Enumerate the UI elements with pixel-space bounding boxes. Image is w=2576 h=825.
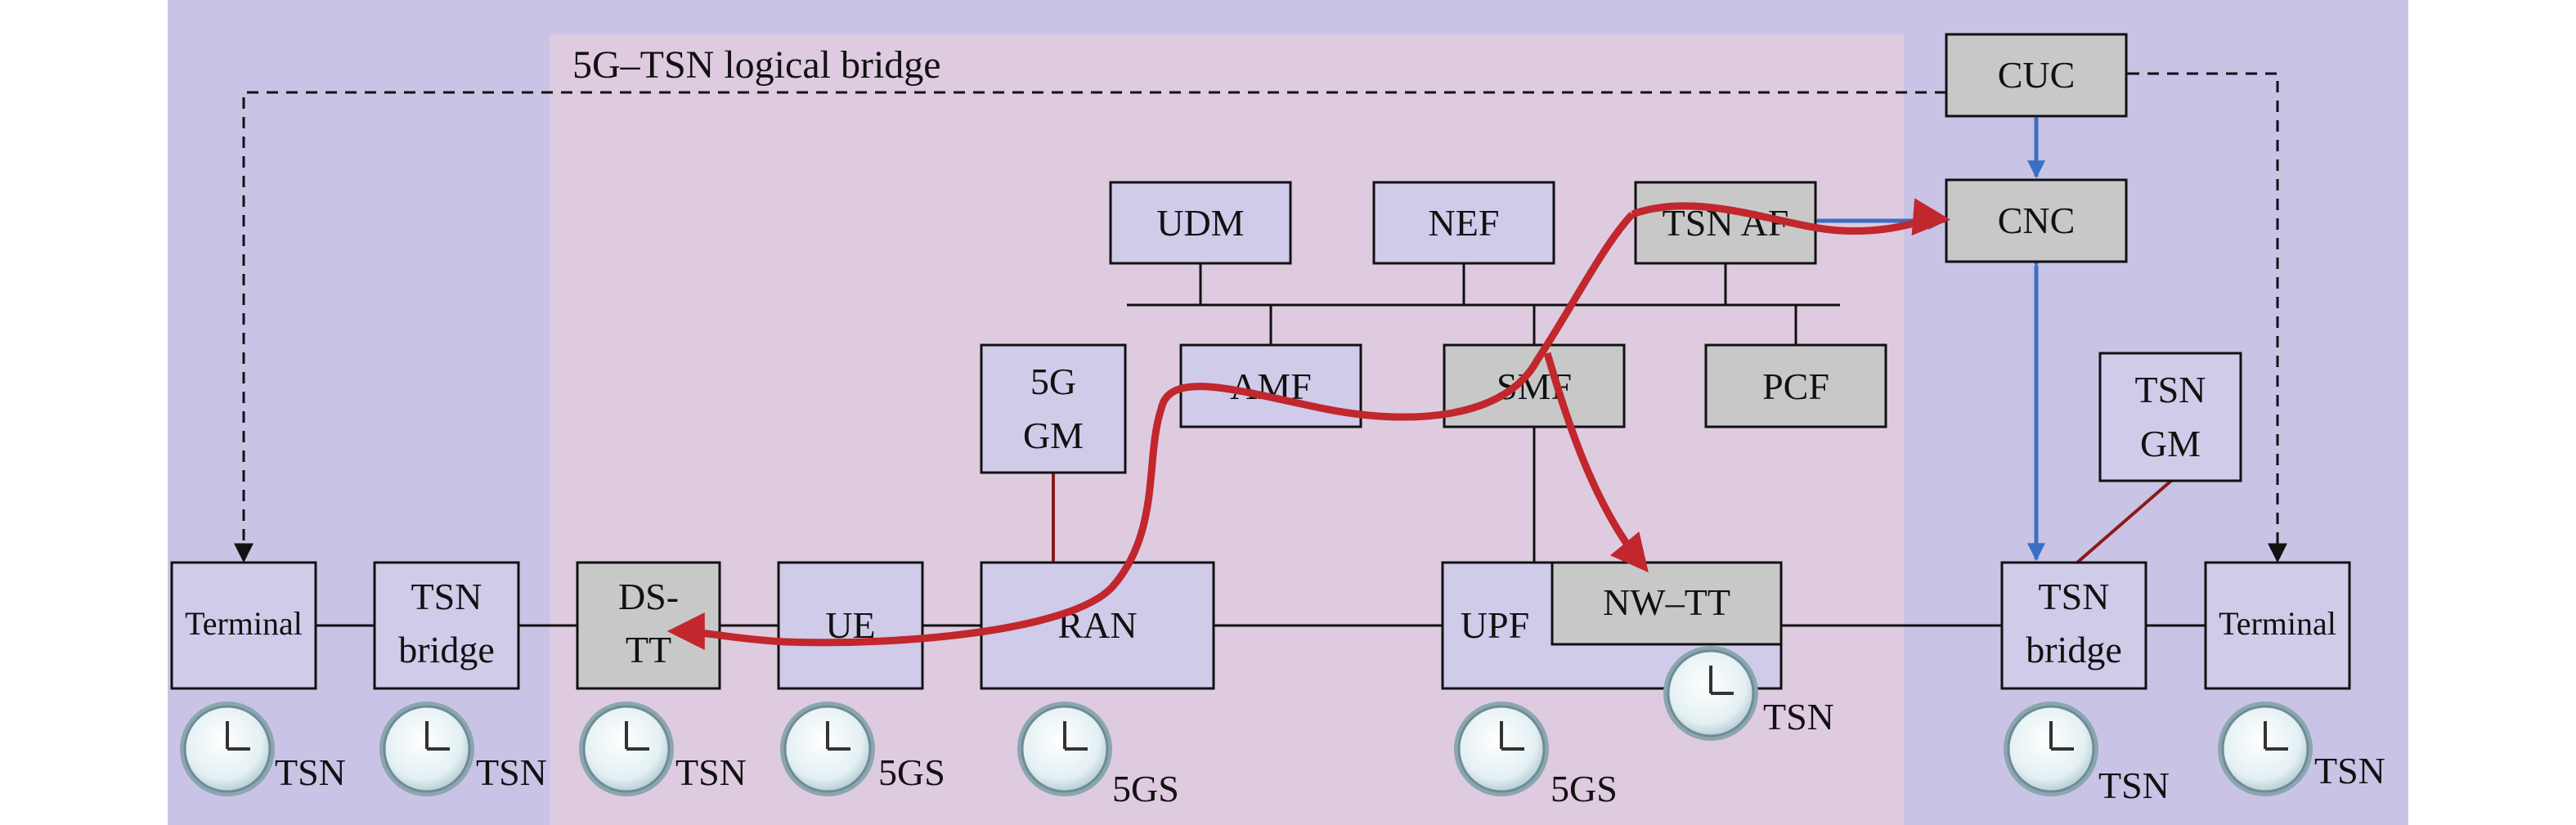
tsn-bridge-right-clock-icon: [2002, 700, 2100, 798]
terminal-left-node[interactable]: Terminal: [170, 561, 317, 690]
ds-tt-label-line2: TT: [626, 629, 671, 670]
tsn-bridge-right-clock-label: TSN: [2098, 764, 2170, 806]
ran-node[interactable]: RAN: [980, 561, 1215, 690]
tsn-bridge-left-label-line1: TSN: [411, 576, 482, 617]
udm-node[interactable]: UDM: [1109, 181, 1292, 265]
tsn-bridge-left-label-line2: bridge: [398, 629, 495, 670]
ran-clock-icon: [1016, 700, 1114, 798]
smf-node[interactable]: SMF: [1443, 343, 1626, 428]
tsn-gm-label-line1: TSN: [2135, 369, 2206, 410]
nw-tt-clock-icon: [1662, 644, 1760, 742]
tsn-bridge-left-clock-label: TSN: [476, 751, 547, 793]
upf-clock-icon: [1452, 700, 1551, 798]
tsn-gm-node[interactable]: TSN GM: [2098, 352, 2242, 482]
flow-tsnaf-to-dstt: [666, 211, 1636, 651]
nw-tt-label: NW–TT: [1603, 581, 1730, 623]
terminal-left-clock-label: TSN: [275, 751, 346, 793]
ue-clock-label: 5GS: [878, 751, 945, 793]
tsn-bridge-right-label-line1: TSN: [2039, 576, 2110, 617]
ue-node[interactable]: UE: [777, 561, 924, 690]
upf-clock-label: 5GS: [1551, 768, 1618, 809]
ds-tt-clock-label: TSN: [675, 751, 747, 793]
ue-clock-icon: [779, 700, 877, 798]
terminal-right-clock-icon: [2216, 700, 2314, 798]
cnc-node[interactable]: CNC: [1945, 178, 2128, 263]
cuc-node[interactable]: CUC: [1945, 33, 2128, 118]
5g-gm-label-line1: 5G: [1030, 361, 1076, 402]
cuc-terminal-right-dashed: [2110, 64, 2287, 563]
ran-clock-label: 5GS: [1112, 768, 1179, 809]
tsn-gm-label-line2: GM: [2140, 423, 2201, 464]
nw-tt-clock-label: TSN: [1763, 696, 1834, 738]
tsn-bridge-right-node[interactable]: TSN bridge: [2000, 561, 2147, 690]
tsn-af-node[interactable]: TSN AF: [1634, 181, 1817, 265]
tsn-bridge-left-node[interactable]: TSN bridge: [373, 561, 520, 690]
udm-label: UDM: [1156, 202, 1244, 244]
terminal-right-label: Terminal: [2219, 605, 2336, 642]
ds-tt-node[interactable]: DS- TT: [576, 561, 721, 690]
pcf-node[interactable]: PCF: [1704, 343, 1887, 428]
nef-label: NEF: [1429, 202, 1500, 244]
tsn-bridge-left-clock-icon: [378, 700, 476, 798]
5g-gm-node[interactable]: 5G GM: [980, 343, 1127, 474]
flow-smf-to-nwtt: [1543, 352, 1649, 573]
terminal-right-clock-label: TSN: [2314, 750, 2385, 791]
nw-tt-node[interactable]: NW–TT: [1551, 561, 1783, 646]
terminal-left-label: Terminal: [185, 605, 303, 642]
upf-label: UPF: [1461, 604, 1529, 646]
ds-tt-clock-icon: [577, 700, 675, 798]
logical-bridge-title: 5G–TSN logical bridge: [572, 43, 941, 87]
5g-gm-label-line2: GM: [1023, 415, 1084, 456]
cuc-label: CUC: [1998, 54, 2076, 96]
ds-tt-label-line1: DS-: [618, 576, 679, 617]
tsn-bridge-right-label-line2: bridge: [2026, 629, 2122, 670]
pcf-label: PCF: [1762, 365, 1829, 407]
cnc-label: CNC: [1998, 200, 2076, 241]
terminal-right-node[interactable]: Terminal: [2204, 561, 2351, 690]
terminal-left-clock-icon: [178, 700, 276, 798]
flow-tsnaf-to-cnc: [1631, 198, 1951, 236]
nef-node[interactable]: NEF: [1372, 181, 1555, 265]
